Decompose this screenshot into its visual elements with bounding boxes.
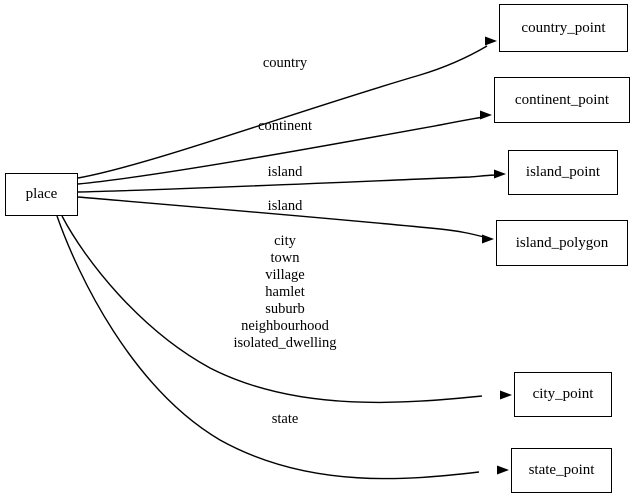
arrowhead-icon [497,465,509,475]
node-label: country_point [521,19,606,36]
edge-place-state_point [56,215,509,480]
node-label: continent_point [514,91,610,108]
edge-label-island_point: island [268,164,303,181]
edge-line [77,45,488,179]
edge-label-line: village [265,267,305,283]
arrowhead-icon [482,234,494,244]
edge-label-line: suburb [265,301,305,317]
target-node-island_polygon[interactable]: island_polygon [496,220,628,266]
edge-label-line: city [274,233,296,249]
edge-line [56,215,480,480]
edge-label-line: island [267,198,303,214]
target-node-continent_point[interactable]: continent_point [494,77,630,123]
edge-label-line: hamlet [265,284,305,300]
edge-label-line: town [270,250,300,266]
edge-line [77,196,485,238]
edge-label-line: neighbourhood [241,318,329,334]
edge-place-country_point [77,36,497,179]
node-label: city_point [532,386,594,402]
edge-line [61,215,483,404]
edge-label-line: state [271,411,299,427]
target-node-country_point[interactable]: country_point [499,4,628,52]
edge-label-line: isolated_dwelling [233,335,337,351]
edge-line [77,174,498,193]
edge-label-island_polygon: island [268,198,303,215]
source-node-place[interactable]: place [5,173,78,216]
arrowhead-icon [500,390,512,400]
target-node-state_point[interactable]: state_point [511,448,612,493]
arrowhead-icon [480,110,492,120]
edge-place-city_point [61,215,512,404]
edge-label-line: continent [258,118,312,134]
edge-label-state_point: state [272,411,299,428]
node-label: place [25,186,58,202]
target-node-island_point[interactable]: island_point [508,150,618,195]
edge-place-continent_point [77,110,492,185]
edge-label-continent_point: continent [258,118,312,135]
arrowhead-icon [494,169,506,179]
edge-label-country_point: country [263,55,307,72]
node-label: island_point [525,164,601,180]
node-label: island_polygon [515,234,609,251]
edge-place-island_polygon [77,196,494,244]
edge-label-line: country [262,55,308,71]
edge-place-island_point [77,169,506,193]
arrowhead-icon [485,36,497,46]
node-label: state_point [528,462,595,478]
edge-line [77,116,484,185]
target-node-city_point[interactable]: city_point [514,372,612,417]
edge-label-line: island [267,164,303,180]
